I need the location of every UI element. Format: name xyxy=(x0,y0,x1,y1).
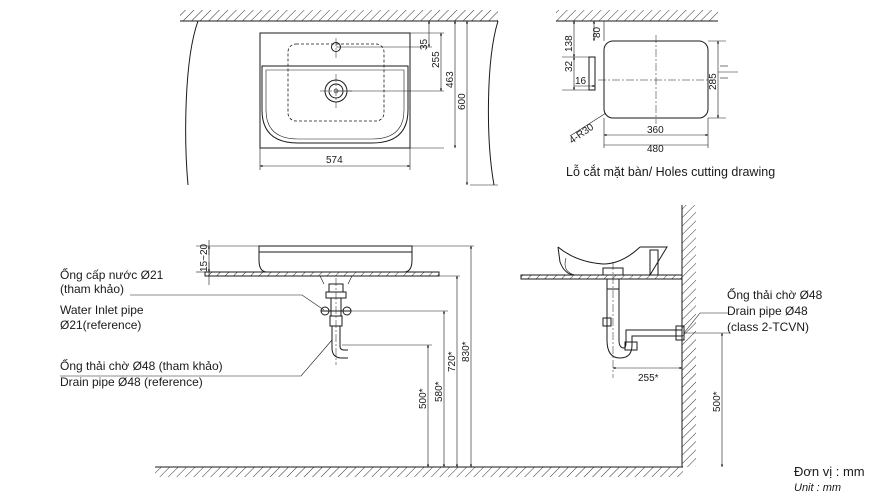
inlet-label-en-1: Water Inlet pipe xyxy=(60,303,144,317)
front-floor-hatch xyxy=(155,467,683,477)
dim-16: 16 xyxy=(575,76,587,87)
front-view: 15~20 500* 580* 720* 830* Ống cấp nước Ø… xyxy=(60,240,683,477)
dim-80: 80 xyxy=(592,26,603,38)
side-drain-label-vi: Ống thải chờ Ø48 xyxy=(727,287,823,302)
side-view: 255* 500* Ống thải chờ Ø48 Drain pipe Ø4… xyxy=(520,205,823,468)
dim-35: 35 xyxy=(419,38,430,50)
dim-500-front: 500* xyxy=(418,388,429,409)
dim-574: 574 xyxy=(326,155,343,166)
dim-360: 360 xyxy=(647,125,664,136)
front-counter-slab xyxy=(205,272,439,276)
side-drain-label-en: Drain pipe Ø48 xyxy=(727,304,808,318)
dim-radius: 4-R30 xyxy=(567,122,596,147)
dim-255-side: 255* xyxy=(638,373,659,384)
dim-463: 463 xyxy=(445,71,456,88)
front-basin-body xyxy=(258,245,413,273)
side-counter-slab xyxy=(521,275,682,279)
top-view: 35 255 463 600 574 xyxy=(180,10,499,186)
dim-500-side: 500* xyxy=(712,391,723,412)
side-p-trap xyxy=(606,289,682,359)
dim-32: 32 xyxy=(564,60,575,72)
unit-label-vi: Đơn vị : mm xyxy=(794,464,865,479)
dim-255: 255 xyxy=(431,51,442,68)
drain-label-vi: Ống thải chờ Ø48 (tham khảo) xyxy=(60,358,223,373)
dim-830: 830* xyxy=(461,341,472,362)
cutout-view: 138 80 32 16 285 4-R30 360 480 Lỗ cắt mặ… xyxy=(556,10,775,179)
drain-label-en: Drain pipe Ø48 (reference) xyxy=(60,375,203,389)
basin-outer-top xyxy=(259,32,411,149)
front-fittings xyxy=(320,278,352,365)
basin-bowl-top xyxy=(261,65,409,144)
dim-720: 720* xyxy=(447,351,458,372)
unit-label-en: Unit : mm xyxy=(794,482,841,494)
inlet-label-vi-1: Ống cấp nước Ø21 xyxy=(60,267,164,282)
cutout-caption: Lỗ cắt mặt bàn/ Holes cutting drawing xyxy=(566,164,775,179)
dim-580: 580* xyxy=(434,381,445,402)
cutout-wall-hatch xyxy=(556,10,718,21)
inlet-label-vi-2: (tham khảo) xyxy=(60,282,124,296)
side-basin-body xyxy=(557,246,668,276)
dim-480: 480 xyxy=(647,144,664,155)
inlet-label-en-2: Ø21(reference) xyxy=(60,318,141,332)
dim-285: 285 xyxy=(708,73,719,90)
dim-138: 138 xyxy=(564,35,575,52)
countertop-outline xyxy=(185,20,499,186)
dim-15-20: 15~20 xyxy=(199,243,210,272)
dim-600: 600 xyxy=(457,93,468,110)
top-wall-hatch xyxy=(180,10,498,21)
side-wall-hatch xyxy=(682,205,696,467)
side-drain-class: (class 2-TCVN) xyxy=(727,320,809,334)
